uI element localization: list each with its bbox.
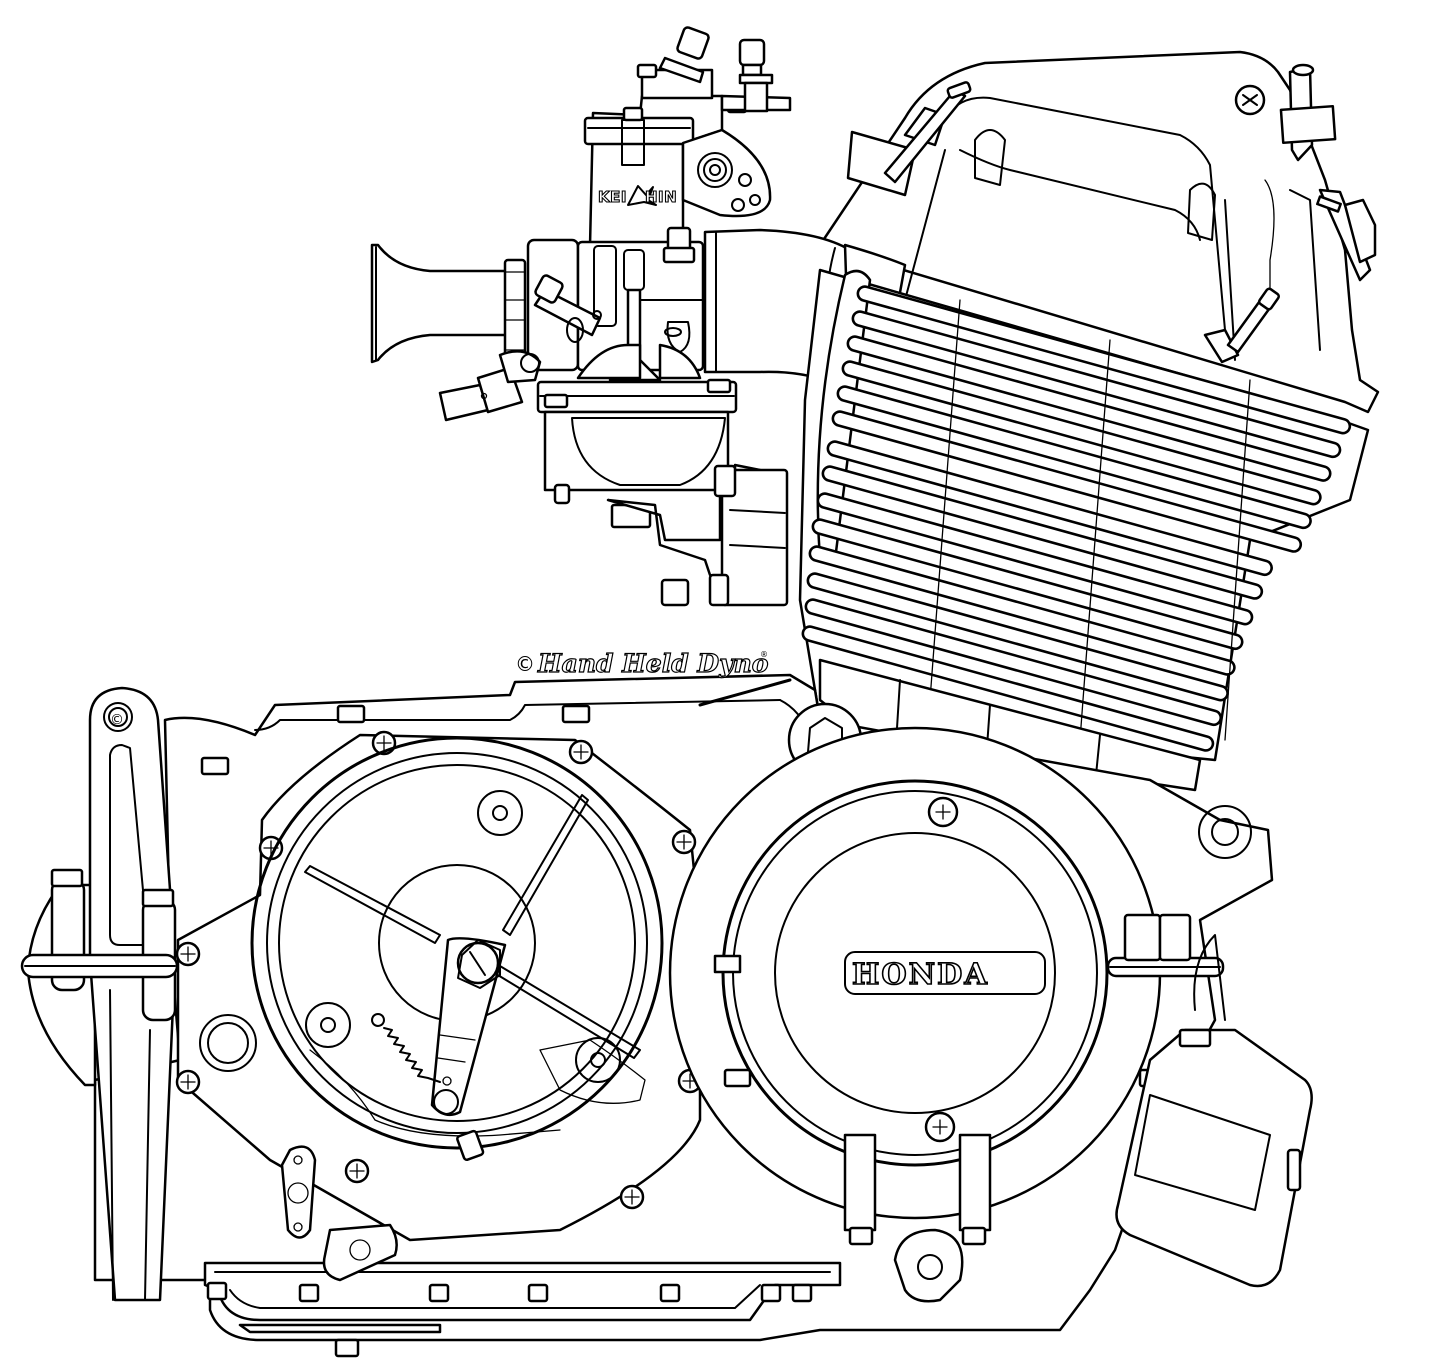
cylinder-head [818, 50, 1380, 414]
carburetor: KEI HIN [370, 26, 792, 529]
pivot-mark: © [110, 712, 124, 728]
cylinder-fins [798, 268, 1370, 792]
clutch-cover [175, 730, 703, 1242]
alternator-cover: HONDA [668, 726, 1225, 1246]
oil-pump-housing [606, 463, 789, 607]
copyright-signature: © Hand Held Dyno ® [515, 648, 792, 707]
keihin-logo: KEI HIN [597, 185, 677, 207]
return-spring [371, 1013, 452, 1086]
handhelddyno-label: Hand Held Dyno [537, 649, 768, 678]
honda-badge: HONDA [844, 951, 1046, 995]
clutch-cover-screws [175, 730, 703, 1210]
velocity-stack [370, 243, 512, 364]
kickstart-lever: © [20, 686, 179, 1302]
keihin-label-right: HIN [645, 188, 677, 206]
honda-label: HONDA [852, 957, 989, 991]
spark-plug [1203, 287, 1280, 364]
oil-pan [203, 1223, 964, 1358]
registered-mark: ® [760, 650, 768, 659]
starter-motor [1115, 934, 1313, 1288]
copyright-symbol: © [515, 652, 535, 676]
keihin-label-left: KEI [598, 188, 627, 206]
